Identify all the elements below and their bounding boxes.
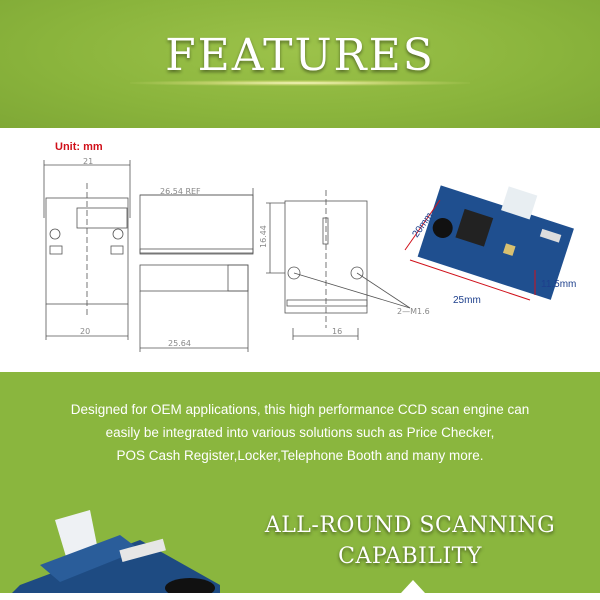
side-view-drawing (139, 188, 254, 352)
subheading-line-1: ALL-ROUND SCANNING (264, 513, 556, 538)
pointer-triangle (401, 580, 425, 593)
dim-side-ref: 26.54 REF (160, 187, 201, 196)
hole-callout: 2—M1.6 (397, 307, 430, 316)
product-photo: 20mm 25mm 11.5mm (404, 185, 576, 306)
unit-label: Unit: mm (55, 141, 103, 153)
dim-back-height: 16.44 (259, 225, 268, 248)
front-view-drawing (43, 160, 131, 340)
svg-text:2—M1.6: 2—M1.6 (397, 307, 430, 316)
photo-width-label: 25mm (453, 295, 481, 306)
scanner-board-photo (10, 510, 220, 595)
dim-back-bottom: 16 (332, 327, 342, 336)
technical-drawings: 21 20 26.54 REF 25.64 16.44 16 (43, 157, 411, 352)
subheading-line-2: CAPABILITY (338, 544, 482, 569)
product-description: Designed for OEM applications, this high… (30, 398, 570, 467)
description-line: easily be integrated into various soluti… (105, 425, 495, 440)
back-view-drawing (266, 190, 411, 340)
features-banner (0, 0, 600, 128)
title-glow (130, 80, 470, 86)
dim-front-top: 21 (83, 157, 93, 166)
dim-side-bottom: 25.64 (168, 339, 191, 348)
description-line: Designed for OEM applications, this high… (70, 402, 530, 417)
description-line: POS Cash Register,Locker,Telephone Booth… (116, 448, 484, 463)
photo-height-label: 11.5mm (541, 279, 576, 290)
dim-front-bottom: 20 (80, 327, 90, 336)
bottom-strip (0, 593, 600, 600)
page-title: FEATURES (165, 30, 435, 81)
section-subheading: ALL-ROUND SCANNING CAPABILITY (230, 510, 590, 572)
